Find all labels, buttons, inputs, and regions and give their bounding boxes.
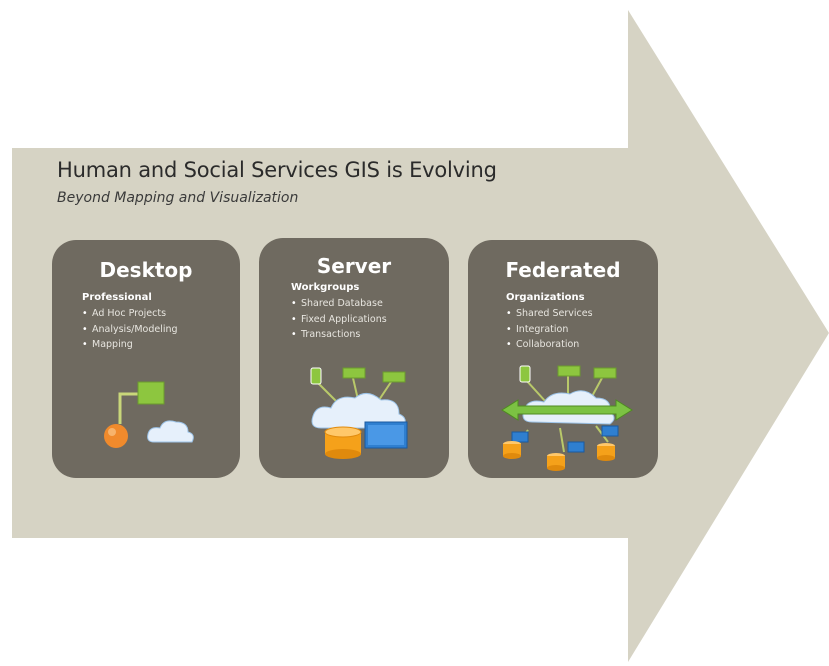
card-item-list: Shared Services Integration Collaboratio… (506, 306, 593, 353)
list-item: Ad Hoc Projects (82, 306, 178, 322)
list-item: Shared Database (291, 296, 387, 312)
list-item: Mapping (82, 337, 178, 353)
desktop-card: Desktop Professional Ad Hoc Projects Ana… (52, 240, 240, 478)
list-item: Transactions (291, 327, 387, 343)
card-heading: Federated (505, 258, 621, 282)
diagram-subtitle: Beyond Mapping and Visualization (57, 190, 299, 206)
federated-network-icon (501, 365, 633, 471)
federated-card: Federated Organizations Shared Services … (468, 240, 658, 478)
card-subheading: Professional (82, 292, 152, 303)
card-heading: Server (316, 254, 392, 278)
card-item-list: Shared Database Fixed Applications Trans… (291, 296, 387, 343)
list-item: Fixed Applications (291, 312, 387, 328)
diagram-title: Human and Social Services GIS is Evolvin… (57, 158, 497, 182)
card-item-list: Ad Hoc Projects Analysis/Modeling Mappin… (82, 306, 178, 353)
list-item: Shared Services (506, 306, 593, 322)
card-subheading: Organizations (506, 292, 585, 303)
list-item: Integration (506, 322, 593, 338)
card-subheading: Workgroups (291, 282, 360, 293)
card-heading: Desktop (99, 258, 193, 282)
desktop-workflow-icon (104, 381, 194, 448)
server-card: Server Workgroups Shared Database Fixed … (259, 238, 449, 478)
server-cloud-icon (310, 367, 408, 459)
list-item: Analysis/Modeling (82, 322, 178, 338)
list-item: Collaboration (506, 337, 593, 353)
